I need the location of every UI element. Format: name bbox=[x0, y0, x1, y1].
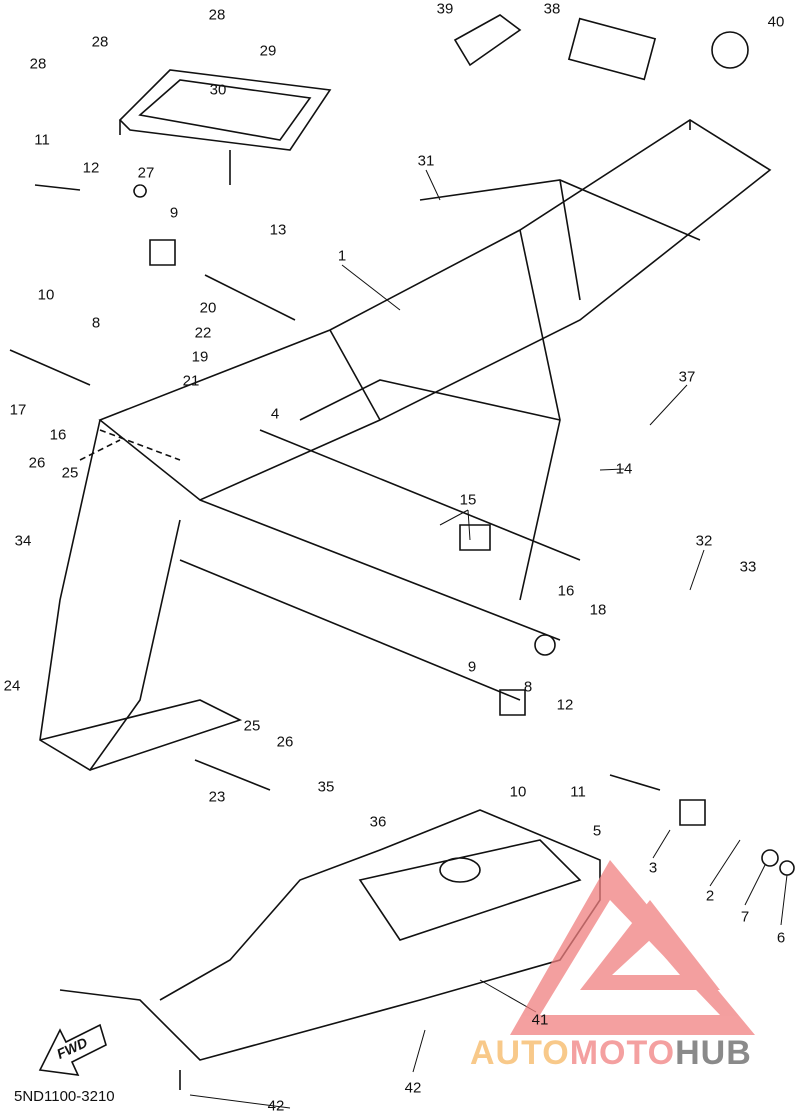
callout: 38 bbox=[543, 0, 561, 18]
callout: 33 bbox=[739, 558, 757, 576]
callout: 6 bbox=[776, 929, 786, 947]
callout: 42 bbox=[267, 1097, 285, 1115]
callout: 35 bbox=[317, 778, 335, 796]
callout: 16 bbox=[557, 582, 575, 600]
callout: 24 bbox=[3, 677, 21, 695]
callout: 28 bbox=[91, 33, 109, 51]
bolts bbox=[9, 184, 661, 791]
manual-pouch bbox=[567, 17, 657, 81]
part-code: 5ND1100-3210 bbox=[14, 1088, 115, 1105]
callout: 7 bbox=[740, 908, 750, 926]
watermark-auto: AUTO bbox=[470, 1034, 570, 1072]
callout: 3 bbox=[648, 859, 658, 877]
o-ring bbox=[711, 31, 749, 69]
callout: 12 bbox=[556, 696, 574, 714]
callout: 11 bbox=[34, 131, 50, 149]
callout: 39 bbox=[436, 0, 454, 18]
callout: 27 bbox=[137, 164, 155, 182]
callout: 8 bbox=[523, 678, 533, 696]
front-frame bbox=[39, 419, 181, 772]
callout: 5 bbox=[592, 822, 602, 840]
watermark-text: AUTOMOTOHUB bbox=[470, 1036, 752, 1070]
tool-holder bbox=[453, 14, 522, 67]
callout: 9 bbox=[467, 658, 477, 676]
callout: 13 bbox=[269, 221, 287, 239]
callout: 26 bbox=[28, 454, 46, 472]
callout: 29 bbox=[259, 42, 277, 60]
callout: 28 bbox=[208, 6, 226, 24]
watermark-hub: HUB bbox=[675, 1034, 752, 1072]
callout: 9 bbox=[169, 204, 179, 222]
callout: 8 bbox=[91, 314, 101, 332]
callout: 30 bbox=[209, 81, 227, 99]
callout: 37 bbox=[678, 368, 696, 386]
callout: 22 bbox=[194, 324, 212, 342]
callout: 26 bbox=[276, 733, 294, 751]
callout: 32 bbox=[695, 532, 713, 550]
callout: 15 bbox=[459, 491, 477, 509]
callout: 12 bbox=[82, 159, 100, 177]
callout: 18 bbox=[589, 601, 607, 619]
callout: 40 bbox=[767, 13, 785, 31]
automotohub-logo bbox=[510, 860, 755, 1035]
callout: 21 bbox=[182, 372, 200, 390]
callout: 28 bbox=[29, 55, 47, 73]
callout: 11 bbox=[570, 783, 586, 801]
watermark-moto: MOTO bbox=[569, 1034, 676, 1072]
callout: 17 bbox=[9, 401, 27, 419]
callout: 4 bbox=[270, 405, 280, 423]
callout: 2 bbox=[705, 887, 715, 905]
frame-rails bbox=[98, 119, 772, 501]
callout: 42 bbox=[404, 1079, 422, 1097]
callout: 14 bbox=[615, 460, 633, 478]
callout: 31 bbox=[417, 152, 435, 170]
callout: 34 bbox=[14, 532, 32, 550]
callout: 41 bbox=[531, 1011, 549, 1029]
seat-bracket bbox=[118, 69, 332, 151]
callout: 25 bbox=[243, 717, 261, 735]
callout: 20 bbox=[199, 299, 217, 317]
callout: 10 bbox=[509, 783, 527, 801]
callout: 23 bbox=[208, 788, 226, 806]
fwd-arrow-icon bbox=[38, 1023, 107, 1076]
callout: 19 bbox=[191, 348, 209, 366]
callout: 10 bbox=[37, 286, 55, 304]
callout: 25 bbox=[61, 464, 79, 482]
callout: 16 bbox=[49, 426, 67, 444]
callout: 1 bbox=[337, 247, 347, 265]
callout: 36 bbox=[369, 813, 387, 831]
